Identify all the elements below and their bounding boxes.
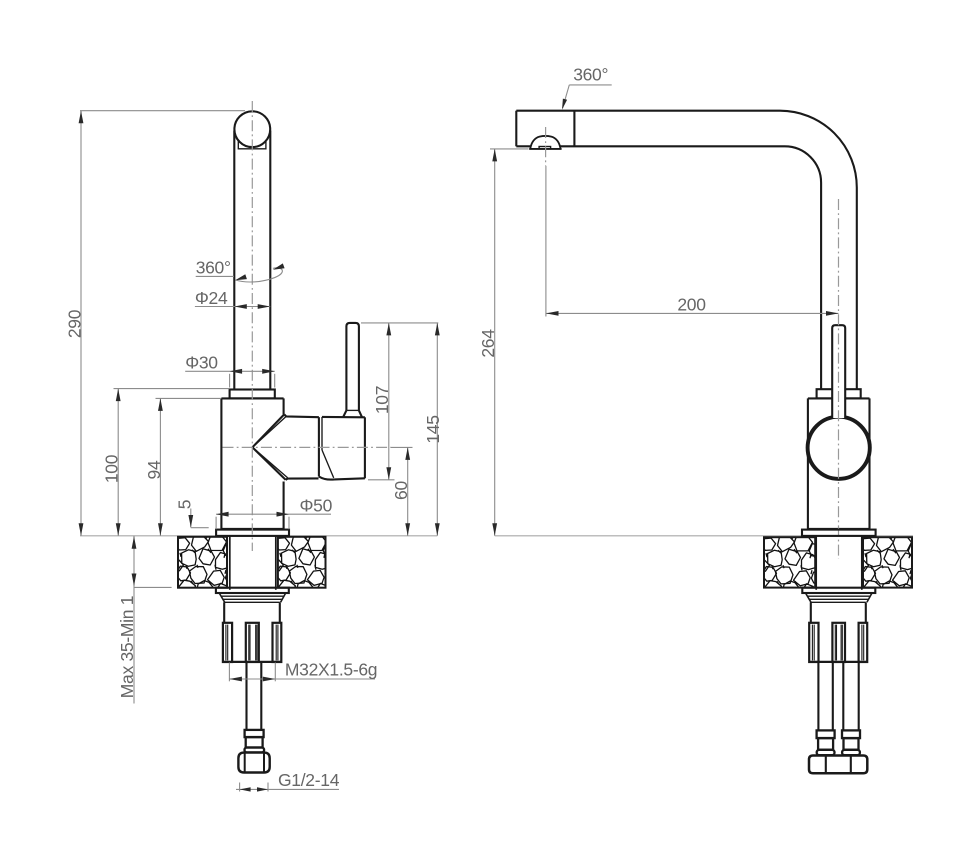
svg-text:Φ50: Φ50 bbox=[300, 496, 333, 516]
svg-text:G1/2-14: G1/2-14 bbox=[278, 770, 340, 790]
svg-text:Max 35-Min 1: Max 35-Min 1 bbox=[117, 596, 137, 698]
svg-text:94: 94 bbox=[144, 460, 164, 479]
svg-text:M32X1.5-6g: M32X1.5-6g bbox=[285, 660, 377, 680]
svg-text:Φ24: Φ24 bbox=[195, 288, 228, 308]
svg-text:264: 264 bbox=[478, 329, 498, 358]
svg-text:200: 200 bbox=[677, 295, 706, 315]
svg-text:290: 290 bbox=[64, 309, 84, 338]
svg-text:Φ30: Φ30 bbox=[185, 352, 218, 372]
svg-text:360°: 360° bbox=[196, 257, 231, 277]
svg-text:360°: 360° bbox=[573, 65, 608, 85]
svg-text:5: 5 bbox=[174, 500, 194, 509]
svg-text:107: 107 bbox=[372, 386, 392, 414]
svg-text:100: 100 bbox=[102, 454, 122, 483]
svg-text:145: 145 bbox=[423, 415, 443, 443]
svg-text:60: 60 bbox=[391, 481, 411, 500]
